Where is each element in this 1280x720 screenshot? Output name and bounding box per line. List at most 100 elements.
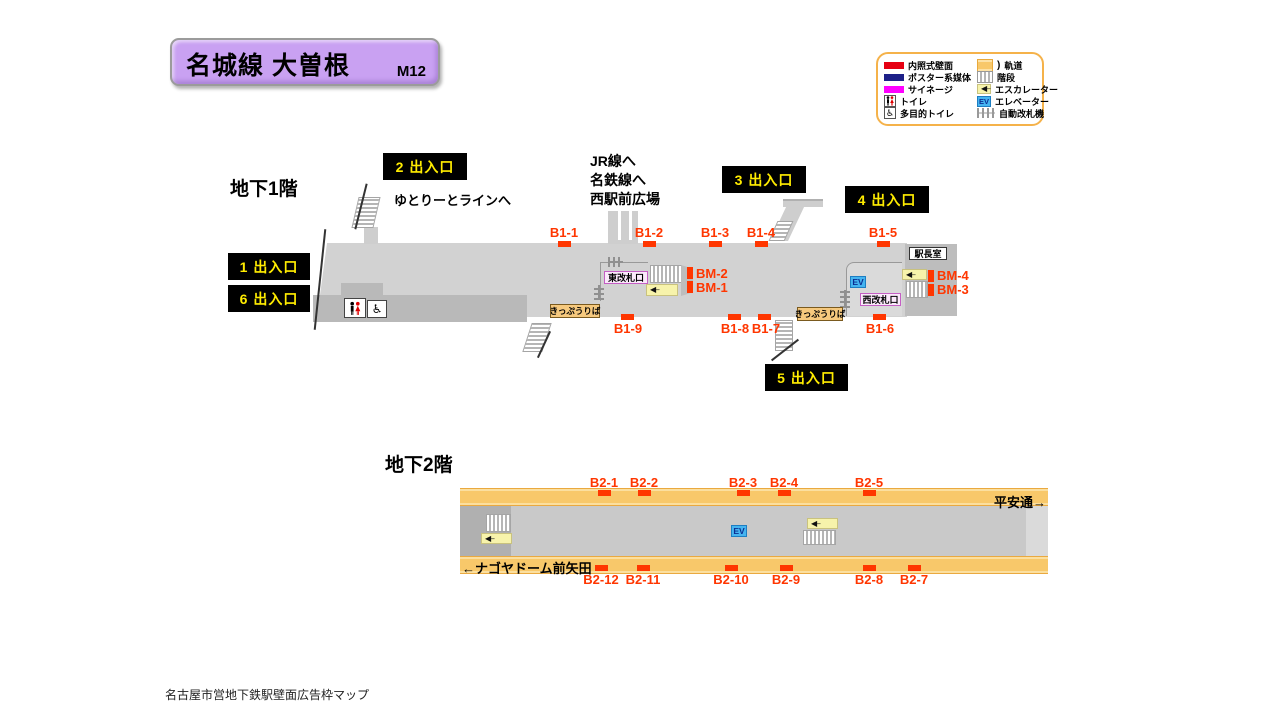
b2-mid-stairs <box>803 530 836 545</box>
ad-frame-label: BM-2 <box>696 266 728 281</box>
poster-media-icon <box>884 73 904 81</box>
floor1-label: 地下1階 <box>230 179 298 200</box>
legend-label: 多目的トイレ <box>900 108 955 119</box>
legend-left-column: 内照式壁面 ポスター系媒体 サイネージ トイレ ♿ 多目的トイレ <box>884 59 971 119</box>
ad-frame-label: B1-1 <box>549 225 579 240</box>
east-escalator-icon: ◀– <box>646 284 678 296</box>
direction-heiandori: 平安通→ <box>993 495 1046 510</box>
exit-box-6: 6 出入口 <box>228 285 310 312</box>
ad-frame-label: B2-2 <box>629 475 659 490</box>
ad-frame-bar <box>863 565 876 571</box>
corridor-divider <box>629 211 632 240</box>
legend-label: 階段 <box>997 72 1016 83</box>
ad-frame-bar <box>877 241 890 247</box>
ad-frame-label: B1-5 <box>868 225 898 240</box>
b1-exit2-stub <box>364 227 378 244</box>
ad-frame-bar <box>928 284 934 296</box>
station-title-box: 名城線 大曽根 M12 <box>170 38 440 86</box>
ad-frame-bar <box>687 267 693 279</box>
legend-label: エレベーター <box>995 96 1050 107</box>
ad-frame-label: B1-3 <box>700 225 730 240</box>
station-code-badge: M12 <box>396 63 426 80</box>
b1-exit34-landing <box>783 199 823 207</box>
b2-platform <box>460 506 1048 556</box>
ad-frame-bar <box>873 314 886 320</box>
wheelchair-glyph: ♿ <box>371 302 383 316</box>
ad-frame-bar <box>643 241 656 247</box>
b2-left-stairs <box>486 514 511 532</box>
ticket-office-box: きっぷうりば <box>794 307 846 321</box>
ad-frame-bar <box>755 241 768 247</box>
ticket-gate-icon <box>608 257 623 267</box>
ad-frame-label: B2-8 <box>854 572 884 587</box>
note-line: JR線へ <box>590 153 636 169</box>
ad-frame-label: B2-4 <box>769 475 799 490</box>
wheelchair-icon: ♿ <box>367 300 387 318</box>
west-gate-label-box: 西改札口 <box>860 293 901 306</box>
track-icon <box>977 58 994 72</box>
ticket-gate-icon <box>840 290 850 308</box>
illuminated-wall-icon <box>884 61 904 69</box>
ad-frame-bar <box>758 314 771 320</box>
west-stairs <box>906 281 928 298</box>
ad-frame-label: BM-3 <box>937 282 969 297</box>
east-gate-boundary <box>600 262 601 301</box>
exit-box-2: 2 出入口 <box>383 153 467 180</box>
ticket-gate-icon <box>977 108 996 118</box>
station-title: 名城線 大曽根 <box>186 52 350 80</box>
ad-frame-bar <box>709 241 722 247</box>
b2-platform-right-block <box>1026 506 1048 556</box>
page-caption: 名古屋市営地下鉄駅壁面広告枠マップ <box>165 688 370 702</box>
wheelchair-icon: ♿ <box>884 107 896 119</box>
ad-frame-bar <box>558 241 571 247</box>
ad-frame-label: BM-4 <box>937 268 969 283</box>
yutorito-line-note: ゆとりーとラインへ <box>394 193 512 208</box>
stairs-icon <box>977 71 994 83</box>
ev-text: EV <box>852 277 864 287</box>
escalator-arrow: ◀– <box>485 533 495 543</box>
ad-frame-bar <box>598 490 611 496</box>
ad-frame-bar <box>728 314 741 320</box>
b1-jr-corridor <box>608 211 638 244</box>
ad-frame-label: B1-2 <box>634 225 664 240</box>
b1-elevator: EV <box>850 276 866 288</box>
ad-frame-label: B1-7 <box>751 321 781 336</box>
wheelchair-glyph: ♿ <box>885 107 895 118</box>
b2-elevator: EV <box>731 525 747 537</box>
b2-track-north <box>460 488 1048 506</box>
legend-right-column: ) 軌道 階段 ◀– エスカレーター EV エレベーター 自動改札機 <box>977 58 1058 119</box>
ad-frame-bar <box>725 565 738 571</box>
ad-frame-label: B2-10 <box>713 572 749 587</box>
elevator-icon: EV <box>977 95 992 107</box>
exit-box-1: 1 出入口 <box>228 253 310 280</box>
legend-item-escalator: ◀– エスカレーター <box>977 83 1058 95</box>
ticket-office-box: きっぷうりば <box>549 304 601 318</box>
legend-label: 自動改札機 <box>999 108 1045 119</box>
b1-toilet-block <box>341 283 383 296</box>
ad-frame-bar <box>637 565 650 571</box>
legend-label: ポスター系媒体 <box>908 72 972 83</box>
legend-item-stairs: 階段 <box>977 71 1058 83</box>
ad-frame-bar <box>863 490 876 496</box>
escalator-arrow: ◀– <box>906 269 916 279</box>
ad-frame-bar <box>737 490 750 496</box>
note-line: 名鉄線へ <box>590 172 646 188</box>
exit-box-4: 4 出入口 <box>845 186 929 213</box>
ad-frame-label: B2-11 <box>625 572 661 587</box>
corridor-divider <box>618 211 621 240</box>
ad-frame-label: B2-12 <box>583 572 619 587</box>
signage-icon <box>884 85 904 93</box>
floor2-label: 地下2階 <box>385 455 453 476</box>
ad-frame-bar <box>621 314 634 320</box>
ad-frame-label: B1-4 <box>746 225 776 240</box>
legend-label: 軌道 <box>1004 60 1023 71</box>
exit-box-3: 3 出入口 <box>722 166 806 193</box>
b2-left-escalator-icon: ◀– <box>481 533 512 544</box>
ad-frame-bar <box>687 281 693 293</box>
ad-frame-label: B2-9 <box>771 572 801 587</box>
ad-frame-label: B2-7 <box>899 572 929 587</box>
ticket-gate-icon <box>594 285 604 300</box>
note-line: 西駅前広場 <box>590 191 660 207</box>
east-gate-boundary <box>600 262 648 263</box>
legend-label: サイネージ <box>908 84 953 95</box>
